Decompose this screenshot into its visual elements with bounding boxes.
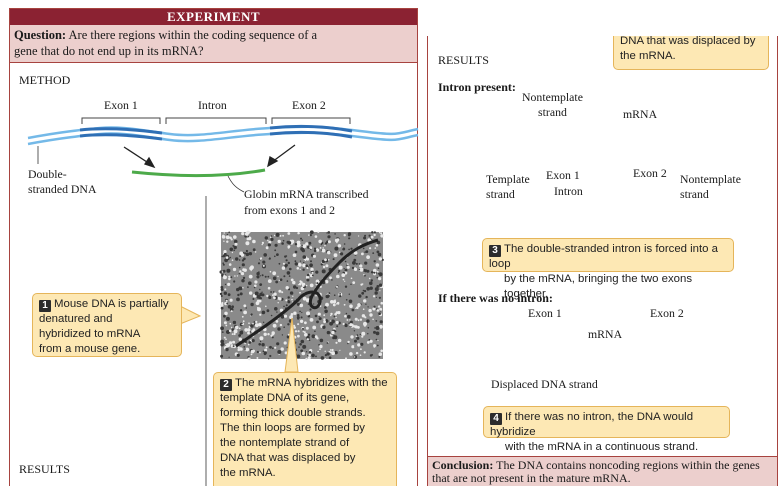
question-text-1: Are there regions within the coding sequ… xyxy=(66,28,318,42)
top-callout: DNA that was displaced by the mRNA. xyxy=(613,35,769,70)
top-callout-line2: the mRNA. xyxy=(620,50,676,62)
dsdna-label-1: Double- xyxy=(28,167,67,181)
callout-2-line5: the nontemplate strand of xyxy=(220,437,350,449)
nontemplate-strand-label-2: strand xyxy=(538,105,567,119)
nontemplate-right-label-1: Nontemplate xyxy=(680,172,741,186)
callout-2-line1: The mRNA hybridizes with the xyxy=(235,377,388,389)
method-exon-dark xyxy=(79,124,353,141)
experiment-header: EXPERIMENT xyxy=(10,9,417,25)
globin-label-1: Globin mRNA transcribed xyxy=(244,187,369,201)
exon2-b-label: Exon 2 xyxy=(650,306,684,320)
method-arrows xyxy=(123,144,296,169)
callout1-pointer xyxy=(179,305,202,325)
globin-label: Globin mRNA transcribed from exons 1 and… xyxy=(244,186,369,218)
callout-1-number: 1 xyxy=(39,300,51,312)
results-right-heading: RESULTS xyxy=(438,53,489,67)
question-text-2: gene that do not end up in its mRNA? xyxy=(14,44,204,58)
callout-1-line3: hybridized to mRNA xyxy=(39,328,141,340)
exon1-label: Exon 1 xyxy=(104,98,138,112)
dsdna-label: Double- stranded DNA xyxy=(28,167,96,197)
callout-2-number: 2 xyxy=(220,379,232,391)
template-strand-label: Template strand xyxy=(486,172,530,202)
callout-3-line2: by the mRNA, bringing the two exons toge… xyxy=(504,273,693,300)
callout-3-number: 3 xyxy=(489,245,501,257)
micrograph-texture xyxy=(219,230,384,361)
callout-4-number: 4 xyxy=(490,413,502,425)
displaced-strand-label: Displaced DNA strand xyxy=(491,377,598,391)
results-left-heading: RESULTS xyxy=(19,462,70,476)
globin-leader xyxy=(227,175,245,193)
globin-label-2: from exons 1 and 2 xyxy=(244,203,336,217)
callout-2-line2: template DNA of its gene, xyxy=(220,392,350,404)
exon2-right-label: Exon 2 xyxy=(633,166,667,180)
micrograph-strand xyxy=(235,238,379,348)
top-callout-line1: DNA that was displaced by xyxy=(620,35,756,47)
conclusion-box: Conclusion: The DNA contains noncoding r… xyxy=(428,456,777,486)
exon-brackets xyxy=(81,117,351,124)
callout-2-line6: DNA that was displaced by xyxy=(220,452,356,464)
dsdna-label-2: stranded DNA xyxy=(28,182,97,196)
callout-1-line1: Mouse DNA is partially xyxy=(54,298,169,310)
exon1-b-label: Exon 1 xyxy=(528,306,562,320)
no-intron-heading: If there was no intron: xyxy=(438,291,553,305)
template-strand-label-2: strand xyxy=(486,187,515,201)
callout-1-line4: from a mouse gene. xyxy=(39,343,141,355)
question-label: Question: xyxy=(14,28,67,42)
nontemplate-right-label: Nontemplate strand xyxy=(680,172,741,202)
callout-2-line7: the mRNA. xyxy=(220,467,276,479)
conclusion-text-2: that are not present in the mature mRNA. xyxy=(432,471,631,485)
exon1-right-label: Exon 1 xyxy=(546,168,580,182)
method-mrna xyxy=(131,168,266,177)
exon2-label: Exon 2 xyxy=(292,98,326,112)
callout-4-line1: If there was no intron, the DNA would hy… xyxy=(490,411,694,438)
nontemplate-right-label-2: strand xyxy=(680,187,709,201)
callout-2-line3: forming thick double strands. xyxy=(220,407,366,419)
intron-right-label: Intron xyxy=(554,184,583,198)
template-strand-label-1: Template xyxy=(486,172,530,186)
conclusion-text-1: The DNA contains noncoding regions withi… xyxy=(493,458,760,472)
callout-2-line4: The thin loops are formed by xyxy=(220,422,365,434)
mrna-b-label: mRNA xyxy=(588,327,623,341)
method-heading: METHOD xyxy=(19,73,71,87)
nontemplate-strand-label: Nontemplate strand xyxy=(522,90,583,120)
callout-1-line2: denatured and xyxy=(39,313,113,325)
experiment-title: EXPERIMENT xyxy=(166,9,261,24)
callout-3-line1: The double-stranded intron is forced int… xyxy=(489,243,719,270)
nontemplate-strand-label-1: Nontemplate xyxy=(522,90,583,104)
callout-4-line2: with the mRNA in a continuous strand. xyxy=(505,441,699,453)
intron-label: Intron xyxy=(198,98,227,112)
question-box: Question: Are there regions within the c… xyxy=(10,25,417,63)
conclusion-label: Conclusion: xyxy=(432,458,494,472)
intron-present-heading: Intron present: xyxy=(438,80,516,94)
mrna-label: mRNA xyxy=(623,107,658,121)
